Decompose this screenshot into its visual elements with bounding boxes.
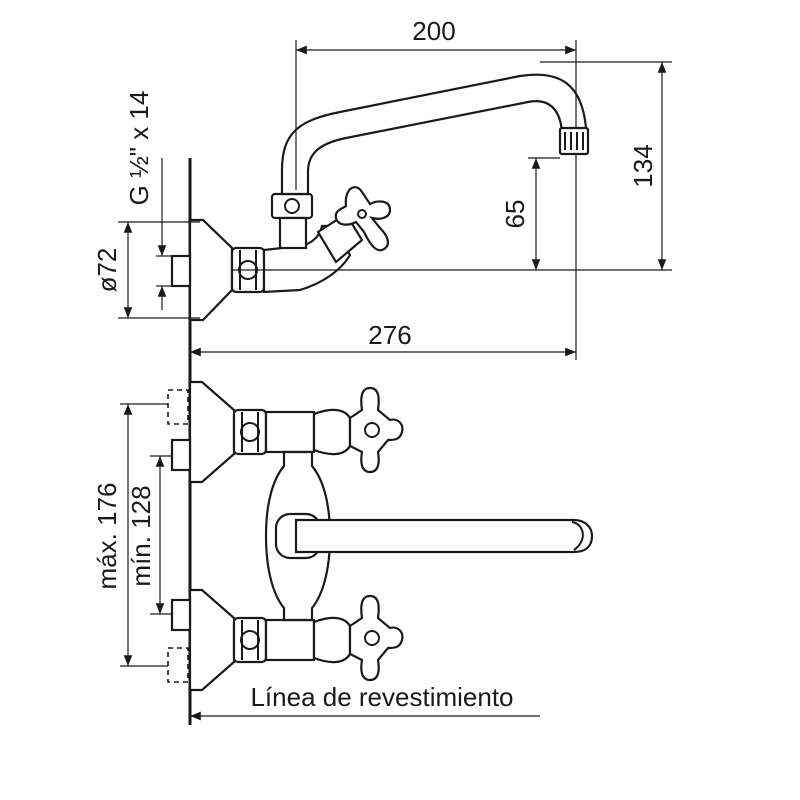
lower-flange: [188, 588, 236, 692]
dim-total-height: 134: [628, 144, 658, 187]
dim-total-length: 276: [368, 320, 411, 350]
upper-flange: [188, 380, 236, 484]
cross-handle-lower: [348, 594, 404, 682]
dim-thread: G ½" x 14: [124, 91, 154, 206]
inlet-max-top: [167, 389, 189, 425]
wall-flange: [188, 218, 234, 322]
inlet-max-bottom: [167, 647, 189, 683]
aerator: [558, 126, 590, 156]
cross-handle-side: [334, 186, 392, 252]
spout-tube: [280, 73, 588, 196]
dim-flange-diameter: ø72: [92, 248, 122, 293]
lower-inlet: [170, 598, 192, 632]
dim-spout-reach: 200: [412, 16, 455, 46]
upper-inlet: [170, 438, 192, 472]
thread-inlet: [170, 254, 192, 288]
spout-front: [294, 518, 594, 554]
dim-spout-height: 65: [500, 200, 530, 229]
spout-collar: [270, 192, 314, 220]
cross-handle-upper: [348, 386, 404, 474]
side-view: [118, 40, 672, 360]
wall-line-label: Línea de revestimiento: [250, 682, 513, 712]
front-view: [120, 380, 594, 721]
dim-max-spacing: máx. 176: [92, 483, 122, 590]
dim-min-spacing: mín. 128: [126, 485, 156, 586]
